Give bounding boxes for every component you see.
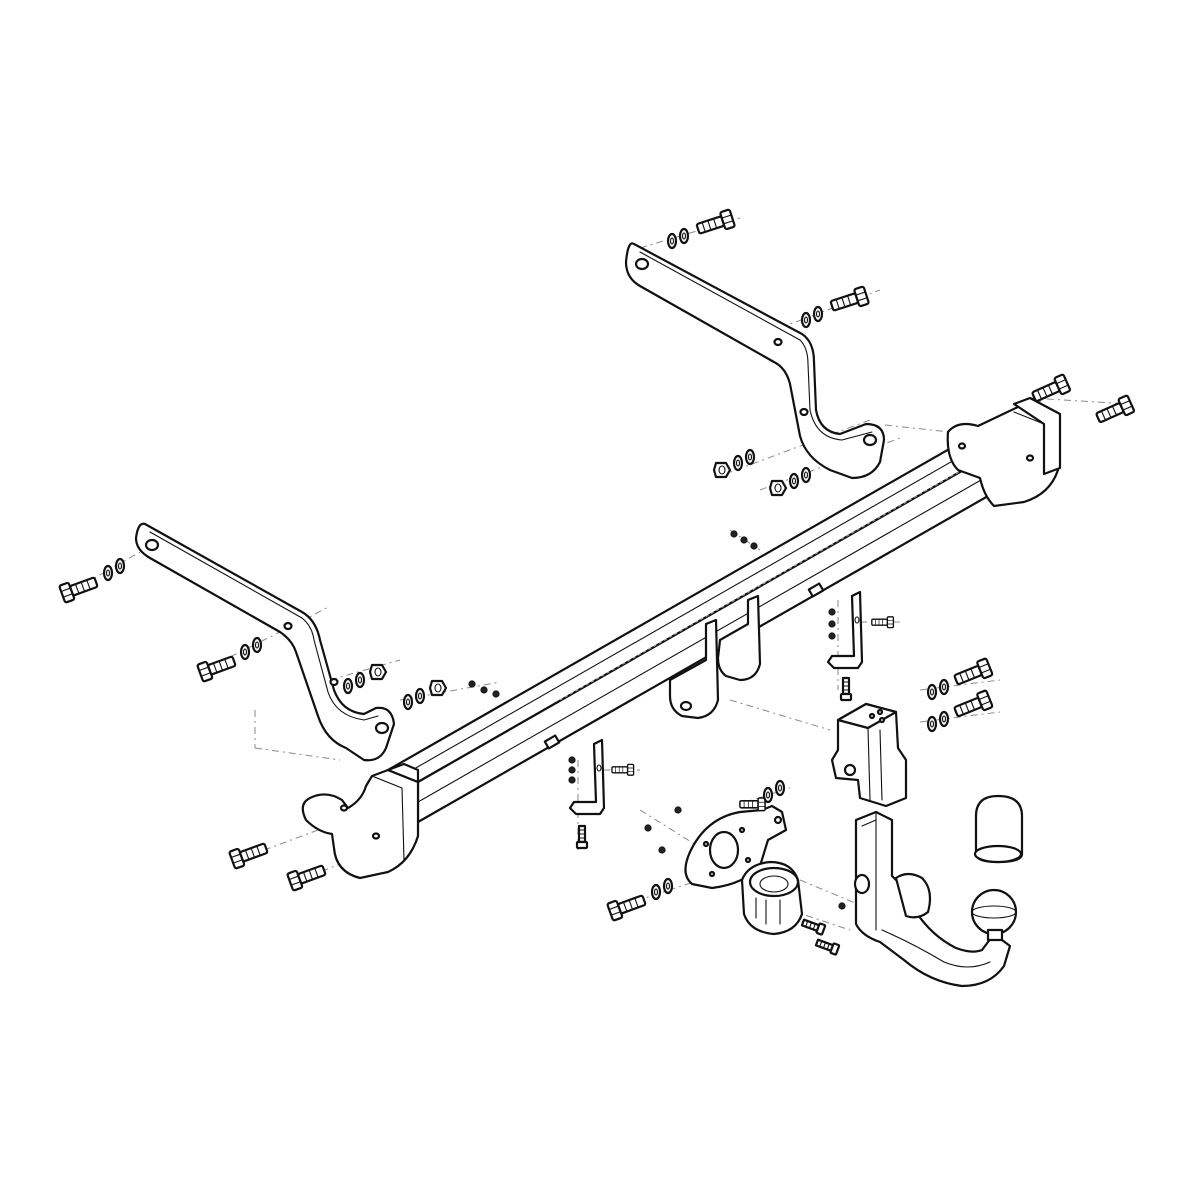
tow-ball-neck xyxy=(853,810,1018,988)
receiver-housing xyxy=(830,702,908,808)
left-l-bracket xyxy=(568,738,606,816)
right-mounting-bracket xyxy=(624,242,886,480)
right-end-plate xyxy=(946,396,1062,508)
left-end-plate xyxy=(301,762,420,880)
electrical-socket xyxy=(740,860,804,936)
left-mounting-bracket xyxy=(134,522,396,762)
tow-ball-cap xyxy=(973,794,1024,864)
right-l-bracket xyxy=(826,590,864,670)
crossbar-center-tabs xyxy=(668,594,762,720)
